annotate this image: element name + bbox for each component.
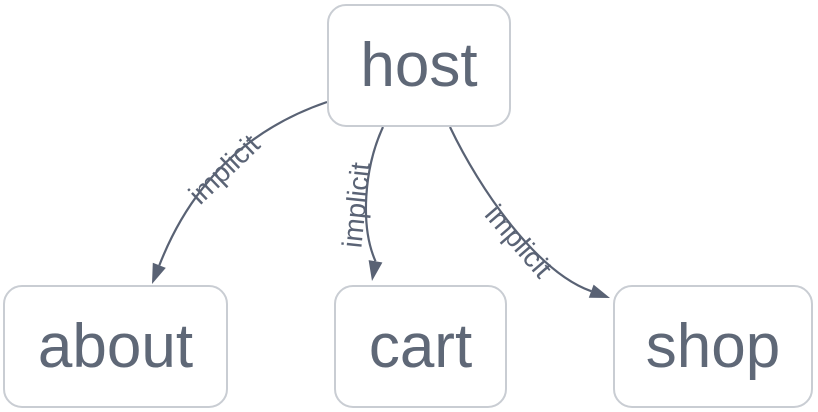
edge-line: [158, 100, 328, 266]
edge-label: implicit: [479, 199, 559, 284]
edge-host-shop: implicit: [449, 126, 610, 298]
edge-line: [449, 126, 592, 293]
node-shop[interactable]: shop: [613, 285, 813, 408]
node-label: host: [360, 30, 478, 100]
node-cart[interactable]: cart: [334, 285, 507, 408]
arrowhead-icon: [152, 262, 166, 284]
node-host[interactable]: host: [327, 4, 511, 127]
node-label: about: [37, 311, 194, 381]
node-label: shop: [645, 311, 781, 381]
arrowhead-icon: [368, 260, 383, 281]
edge-label: implicit: [183, 128, 266, 210]
arrowhead-icon: [588, 284, 610, 298]
edge-host-about: implicit: [152, 100, 328, 284]
node-about[interactable]: about: [3, 285, 228, 408]
edge-host-cart: implicit: [336, 126, 384, 281]
edge-label: implicit: [336, 161, 376, 250]
node-label: cart: [368, 311, 473, 381]
edge-line: [364, 126, 384, 262]
